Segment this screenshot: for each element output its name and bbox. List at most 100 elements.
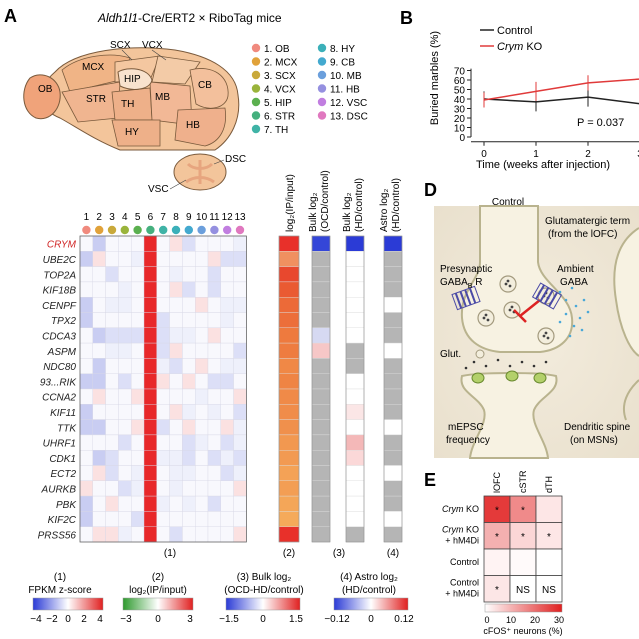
col-number-10: 10 bbox=[196, 212, 208, 223]
d-presyn-2: GABAB R bbox=[440, 277, 482, 290]
col-dot-13 bbox=[235, 225, 245, 235]
scale-2-tick-1: 0 bbox=[155, 614, 161, 625]
heatmap-cell bbox=[233, 404, 247, 420]
heatmap-cell bbox=[92, 281, 106, 298]
bulk-ocd-col-cell bbox=[311, 297, 331, 313]
d-glut-terminal-1: Glutamatergic term bbox=[545, 216, 630, 227]
heatmap-cell bbox=[220, 404, 234, 420]
ip-col-cell bbox=[278, 358, 300, 374]
heatmap-cell bbox=[79, 251, 94, 267]
heatmap-cell bbox=[233, 434, 247, 451]
heatmap-cell bbox=[130, 465, 145, 482]
e-col-header-dth: dTH bbox=[544, 476, 554, 493]
legend-ko-rest: KO bbox=[523, 41, 542, 53]
heatmap-cell bbox=[143, 404, 158, 420]
legend-dot-1 bbox=[251, 43, 261, 53]
scale-1-tick-4: 4 bbox=[97, 614, 103, 625]
ip-col-cell bbox=[278, 327, 300, 344]
heatmap-cell bbox=[233, 312, 247, 329]
astro-hd-col-cell bbox=[383, 327, 403, 344]
synaptic-vesicles bbox=[475, 275, 555, 359]
astro-hd-col-cell bbox=[383, 373, 403, 390]
ip-col-cell bbox=[278, 526, 300, 543]
heatmap-cell bbox=[130, 388, 145, 405]
gene-label-top2a: TOP2A bbox=[43, 270, 76, 281]
heatmap-cell bbox=[207, 404, 222, 420]
region-label-str: STR bbox=[86, 94, 106, 105]
heatmap-cell bbox=[130, 312, 145, 329]
bulk-ocd-col-cell bbox=[311, 266, 331, 283]
heatmap-cell bbox=[79, 297, 94, 313]
e-row-label-2: Control bbox=[450, 557, 479, 567]
legend-ko: Crym KO bbox=[497, 41, 543, 53]
col-number-4: 4 bbox=[122, 212, 128, 223]
heatmap-cell bbox=[156, 281, 170, 298]
astro-hd-col-cell bbox=[383, 266, 403, 283]
panel-b-legend: Control Crym KO bbox=[480, 25, 543, 53]
b-ytick-label: 70 bbox=[454, 67, 466, 78]
heatmap-cell bbox=[156, 495, 170, 512]
heatmap-cell bbox=[118, 281, 132, 298]
heatmap-cell bbox=[156, 266, 170, 283]
heatmap-cell bbox=[169, 235, 183, 252]
legend-dot-2 bbox=[251, 57, 261, 66]
heatmap-cell bbox=[207, 342, 222, 359]
d-ambient-2: GABA bbox=[560, 277, 588, 288]
heatmap-cell bbox=[156, 434, 170, 451]
d-mepsc-2: frequency bbox=[446, 435, 490, 446]
heatmap-cell bbox=[169, 281, 183, 298]
heatmap-cell bbox=[182, 235, 196, 252]
e-cell-mark: NS bbox=[542, 585, 556, 596]
gene-label-uhrf1: UHRF1 bbox=[43, 439, 76, 450]
second-spine-partial bbox=[622, 379, 639, 421]
scale-2-tick-0: −3 bbox=[120, 614, 132, 625]
astro-hd-col-cell bbox=[383, 526, 403, 543]
heatmap-cell bbox=[143, 312, 158, 329]
ip-col-cell bbox=[278, 480, 300, 497]
col-dot-8 bbox=[171, 225, 181, 235]
bulk-hd-col-cell bbox=[345, 388, 365, 405]
panel-d: D Control Glutamatergic term (from the l… bbox=[424, 180, 639, 459]
heatmap-cell bbox=[143, 526, 158, 543]
heatmap-cell bbox=[220, 235, 234, 252]
brain-sagittal-schematic: OB MCX HIP STR TH MB CB HY HB SCX VCX bbox=[23, 40, 240, 151]
ip-col-cell bbox=[278, 235, 300, 252]
heatmap-cell bbox=[156, 235, 170, 252]
gene-label-ect2: ECT2 bbox=[50, 469, 76, 480]
panel-a-letter: A bbox=[4, 6, 17, 26]
scale-4: (4) Astro log₂ (HD/control) −0.12 0 0.12 bbox=[324, 572, 414, 625]
e-cb-tick: 30 bbox=[554, 615, 564, 625]
gene-label-ccna2: CCNA2 bbox=[42, 393, 76, 404]
bulk-hd-col-cell bbox=[345, 266, 365, 283]
region-label-vsc: VSC bbox=[148, 184, 169, 195]
ip-col-cell bbox=[278, 297, 300, 313]
heatmap-cell bbox=[182, 419, 196, 436]
e-cell bbox=[535, 548, 563, 576]
scale-1-title: FPKM z-score bbox=[28, 585, 92, 596]
heatmap-cell bbox=[182, 342, 196, 359]
heatmap-cell bbox=[233, 388, 247, 405]
gene-label-kif11: KIF11 bbox=[50, 408, 76, 419]
heatmap-cell bbox=[207, 450, 222, 466]
heatmap-cell bbox=[207, 373, 222, 390]
heatmap-cell bbox=[233, 511, 247, 527]
heatmap-cell bbox=[194, 342, 209, 359]
e-cell-mark: * bbox=[547, 532, 551, 543]
bulk-hd-col-cell bbox=[345, 495, 365, 512]
heatmap-cell bbox=[156, 342, 170, 359]
heatmap-cell bbox=[182, 480, 196, 497]
scale-1-tick-2: 0 bbox=[65, 614, 71, 625]
col-header-bulk-ocd-b: (OCD/control) bbox=[320, 170, 331, 232]
heatmap-cell bbox=[194, 281, 209, 298]
scale-4-num: (4) Astro log₂ bbox=[340, 572, 398, 583]
panel-d-letter: D bbox=[424, 180, 437, 200]
ip-col-cell bbox=[278, 465, 300, 482]
panel-a-title-rest: -Cre/ERT2 × RiboTag mice bbox=[138, 11, 282, 25]
gabab-receptors bbox=[451, 282, 563, 311]
heatmap-cell bbox=[105, 450, 119, 466]
heatmap-cell bbox=[143, 495, 158, 512]
heatmap-cell bbox=[169, 388, 183, 405]
heatmap-cell bbox=[156, 358, 170, 374]
col-number-6: 6 bbox=[148, 212, 154, 223]
